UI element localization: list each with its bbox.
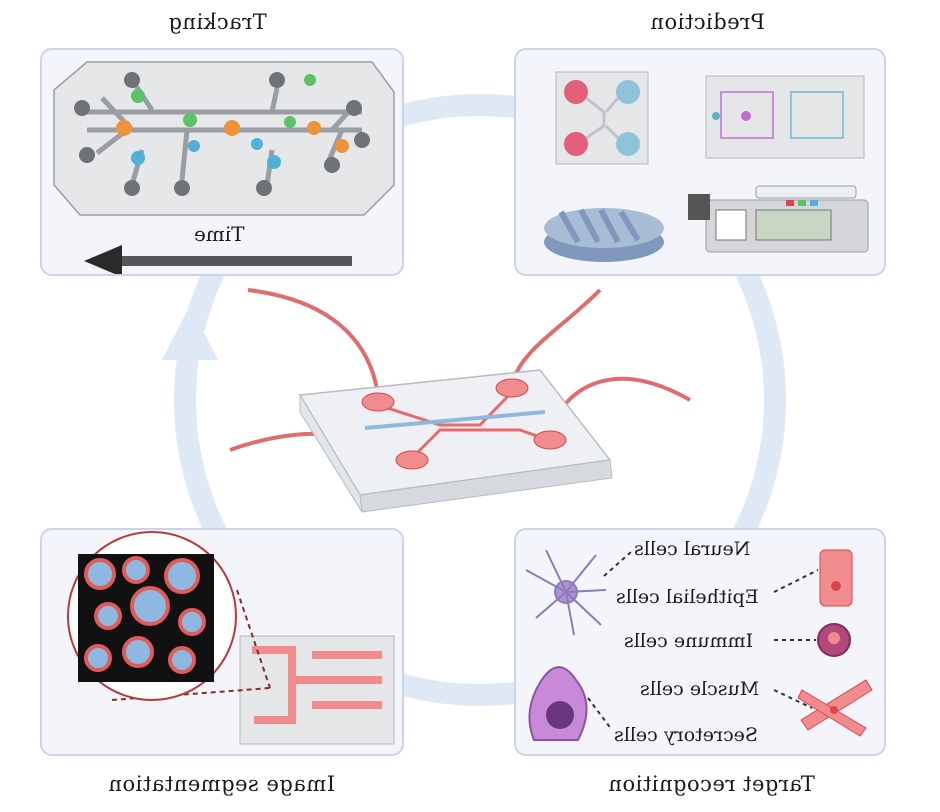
- immune-cell-icon: [817, 623, 851, 657]
- prediction-title: Prediction: [650, 10, 765, 34]
- secretory-cell-icon: [528, 666, 588, 741]
- epithelial-cell-icon: [819, 549, 853, 607]
- tracking-panel: Time: [40, 48, 404, 276]
- comb-mold-icon: [544, 208, 664, 262]
- target-recognition-title: Target recognition: [608, 772, 815, 796]
- secretory-cells-label: Secretory cells: [614, 724, 758, 746]
- neural-cell-icon: [525, 549, 607, 636]
- syringe-pump-icon: [688, 185, 869, 253]
- prediction-panel: [514, 48, 886, 276]
- cycle-arrowhead: [162, 305, 218, 360]
- neural-cells-label: Neural cells: [634, 538, 751, 560]
- cell-illustrations: [525, 549, 873, 741]
- muscle-cells-label: Muscle cells: [640, 678, 760, 700]
- epithelial-cells-label: Epithelial cells: [616, 586, 759, 608]
- cycle-ring: [174, 94, 786, 706]
- mixer-chip-icon: [555, 71, 649, 165]
- time-label: Time: [194, 222, 245, 246]
- microfluidic-chip: [298, 369, 613, 513]
- segmentation-illustration: [67, 531, 395, 745]
- segmentation-title: Image segmentation: [108, 772, 336, 796]
- target-recognition-panel: Neural cells Epithelial cells Immune cel…: [514, 528, 886, 756]
- gradient-chip-icon: [705, 75, 865, 159]
- tracking-chip-illustration: [53, 61, 395, 274]
- tube-2: [510, 288, 602, 386]
- tracking-title: Tracking: [168, 10, 267, 34]
- segmentation-panel: [40, 528, 404, 756]
- prediction-illustrations: [544, 71, 869, 262]
- immune-cells-label: Immune cells: [624, 630, 754, 652]
- muscle-cell-icon: [797, 679, 873, 737]
- tube-1: [247, 288, 380, 396]
